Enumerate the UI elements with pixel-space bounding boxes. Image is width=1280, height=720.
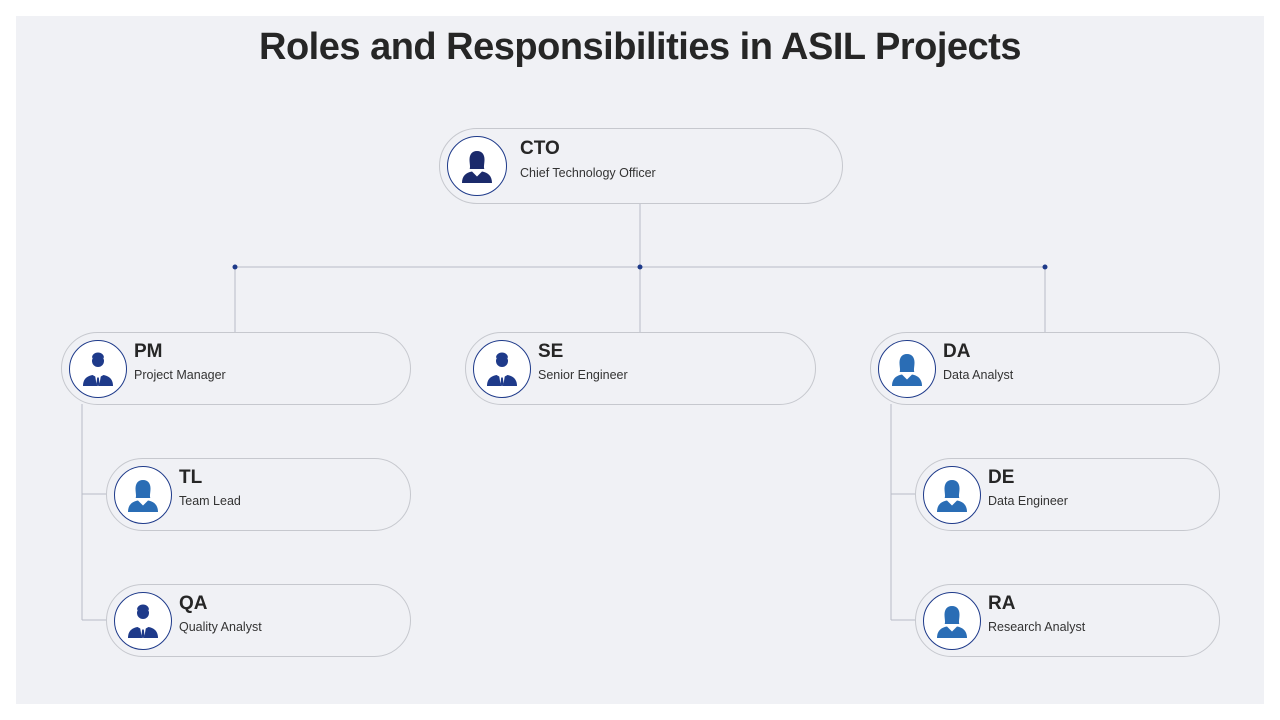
bus-dot-center — [637, 264, 643, 270]
node-role: Data Engineer — [988, 494, 1068, 508]
node-abbr: DA — [943, 341, 971, 362]
bus-dot-right — [1042, 264, 1048, 270]
female-person-icon — [923, 592, 981, 650]
female-person-icon — [447, 136, 507, 196]
node-abbr: PM — [134, 341, 163, 362]
node-role: Team Lead — [179, 494, 241, 508]
node-cto: CTO Chief Technology Officer — [439, 128, 843, 204]
male-person-icon — [69, 340, 127, 398]
node-abbr: CTO — [520, 138, 560, 159]
node-role: Chief Technology Officer — [520, 166, 656, 180]
node-role: Research Analyst — [988, 620, 1086, 634]
female-person-icon — [114, 466, 172, 524]
node-da: DA Data Analyst — [870, 332, 1220, 405]
node-ra: RA Research Analyst — [915, 584, 1220, 657]
node-role: Data Analyst — [943, 368, 1014, 382]
node-role: Senior Engineer — [538, 368, 628, 382]
node-pm: PM Project Manager — [61, 332, 411, 405]
male-person-icon — [473, 340, 531, 398]
node-abbr: DE — [988, 467, 1015, 488]
node-abbr: QA — [179, 593, 208, 614]
page-title: Roles and Responsibilities in ASIL Proje… — [259, 26, 1021, 68]
node-role: Project Manager — [134, 368, 226, 382]
female-person-icon — [923, 466, 981, 524]
node-qa: QA Quality Analyst — [106, 584, 411, 657]
node-se: SE Senior Engineer — [465, 332, 816, 405]
node-abbr: TL — [179, 467, 203, 488]
node-de: DE Data Engineer — [915, 458, 1220, 531]
bus-dot-left — [232, 264, 238, 270]
node-abbr: SE — [538, 341, 564, 362]
node-abbr: RA — [988, 593, 1016, 614]
male-person-icon — [114, 592, 172, 650]
female-person-icon — [878, 340, 936, 398]
node-tl: TL Team Lead — [106, 458, 411, 531]
node-role: Quality Analyst — [179, 620, 262, 634]
